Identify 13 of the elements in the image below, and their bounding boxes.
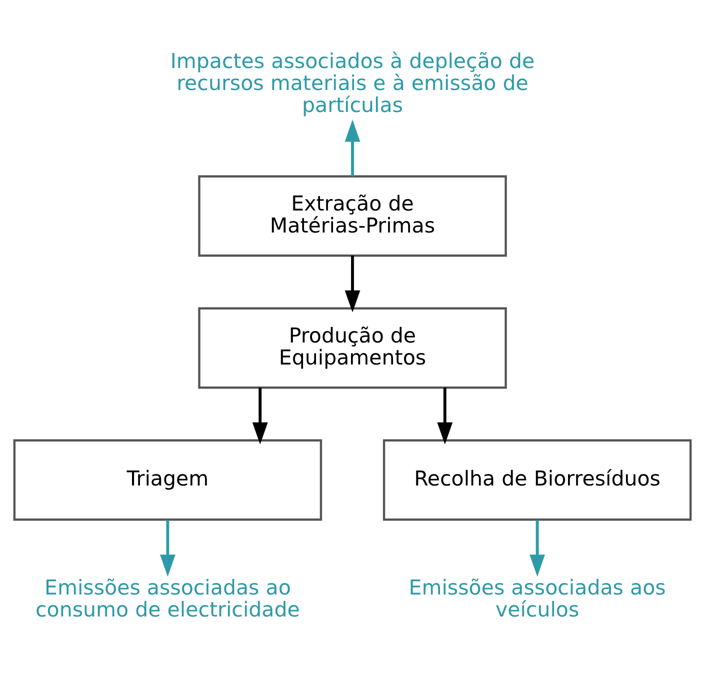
node-box: Produção de Equipamentos <box>198 306 507 388</box>
arrow <box>437 387 453 444</box>
node-box: Extração de Matérias-Primas <box>198 174 507 256</box>
arrow <box>530 520 546 576</box>
node-text: Emissões associadas aos veículos <box>408 575 666 622</box>
node-text: Impactes associados à depleção de recursos materiais e à emissão de partículas <box>170 48 535 117</box>
arrow <box>344 255 360 312</box>
node-box: Recolha de Biorresíduos <box>382 438 692 520</box>
arrow <box>160 520 176 576</box>
node-text: Emissões associadas ao consumo de electricidade <box>36 575 300 622</box>
node-box: Triagem <box>13 438 322 520</box>
arrow <box>252 387 268 444</box>
arrow <box>344 119 360 176</box>
